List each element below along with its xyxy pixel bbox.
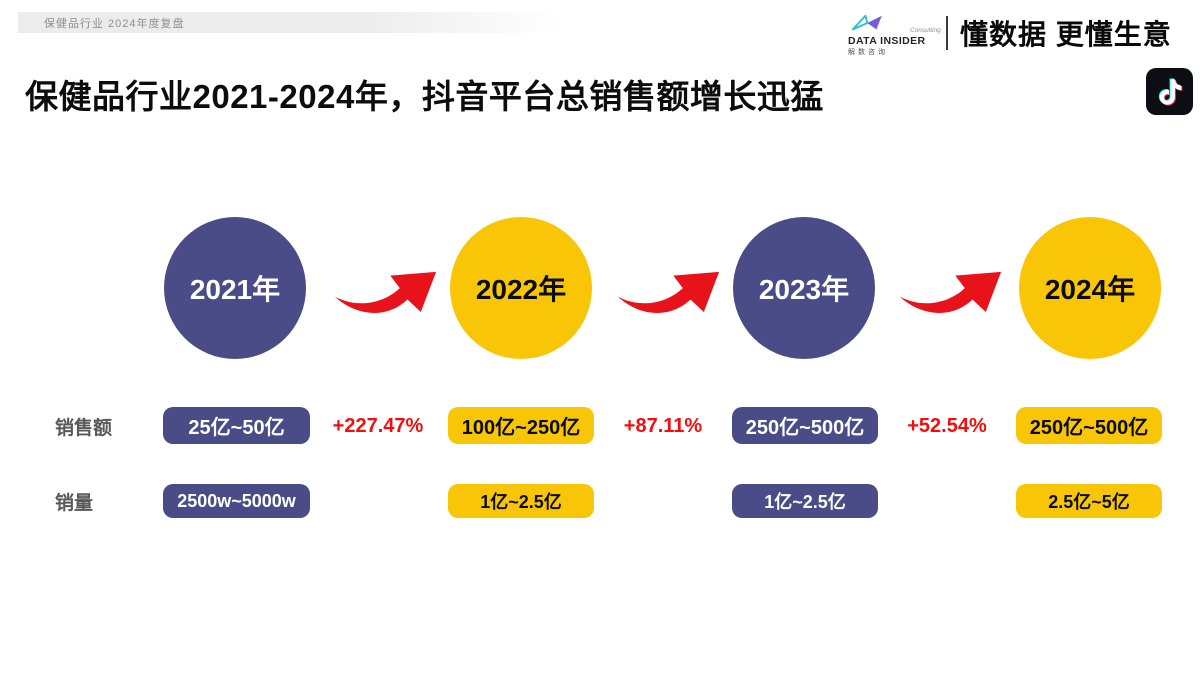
year-circle-2024: 2024年 xyxy=(1019,217,1161,359)
growth-arrow-2 xyxy=(617,271,720,313)
douyin-note-glyph xyxy=(1158,77,1182,106)
volume-row-label: 销量 xyxy=(55,492,94,514)
year-label: 2023年 xyxy=(758,274,850,305)
volume-badge-2022: 1亿~2.5亿 xyxy=(448,484,594,518)
brand-slogan: 懂数据 更懂生意 xyxy=(960,19,1172,50)
brand-divider xyxy=(946,16,948,50)
sales-badge-2023: 250亿~500亿 xyxy=(732,407,878,444)
growth-rate-3: +52.54% xyxy=(907,414,987,437)
year-circle-2023: 2023年 xyxy=(733,217,875,359)
volume-badge-2023: 1亿~2.5亿 xyxy=(732,484,878,518)
volume-badge-2024: 2.5亿~5亿 xyxy=(1016,484,1162,518)
year-label: 2021年 xyxy=(189,274,281,305)
logo-script-text: Consulting xyxy=(910,27,941,34)
growth-rate-2: +87.11% xyxy=(623,414,703,437)
breadcrumb: 保健品行业 2024年度复盘 xyxy=(44,17,185,30)
logo-cn-text: 解数咨询 xyxy=(848,49,888,56)
year-circle-2021: 2021年 xyxy=(164,217,306,359)
data-insider-logo: Consulting DATA INSIDER 解数咨询 xyxy=(846,9,941,57)
year-circle-2022: 2022年 xyxy=(450,217,592,359)
breadcrumb-bar: 保健品行业 2024年度复盘 xyxy=(18,12,563,33)
growth-arrow-3 xyxy=(899,271,1002,313)
sales-row-label: 销售额 xyxy=(55,417,113,439)
sales-badge-2024: 250亿~500亿 xyxy=(1016,407,1162,444)
page-title: 保健品行业2021-2024年，抖音平台总销售额增长迅猛 xyxy=(25,78,824,115)
year-label: 2022年 xyxy=(475,274,567,305)
year-label: 2024年 xyxy=(1044,274,1136,305)
growth-rate-1: +227.47% xyxy=(332,414,424,437)
growth-arrow-1 xyxy=(334,271,437,313)
sales-badge-2022: 100亿~250亿 xyxy=(448,407,594,444)
volume-badge-2021: 2500w~5000w xyxy=(163,484,310,518)
brand-area: Consulting DATA INSIDER 解数咨询 懂数据 更懂生意 xyxy=(846,8,1196,58)
bowtie-logo-icon xyxy=(851,14,882,31)
douyin-icon xyxy=(1146,68,1193,115)
logo-name-text: DATA INSIDER xyxy=(848,35,926,47)
sales-badge-2021: 25亿~50亿 xyxy=(163,407,310,444)
